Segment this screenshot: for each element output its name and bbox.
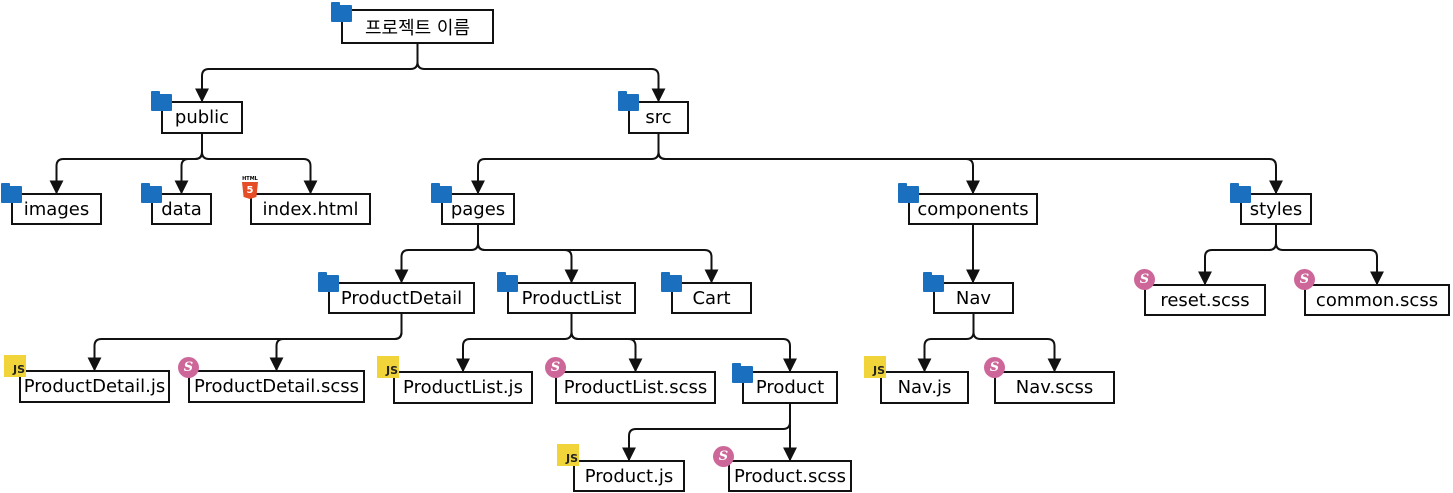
connector-arrow xyxy=(201,134,318,195)
connector-arrow xyxy=(622,404,791,462)
folder-icon xyxy=(732,363,753,383)
folder-icon xyxy=(898,183,919,203)
product-folder-node[interactable]: Product xyxy=(742,371,838,404)
connector-arrow xyxy=(972,314,1062,373)
cart-folder-label: Cart xyxy=(692,287,731,309)
product-detail-folder-label: ProductDetail xyxy=(340,287,463,309)
product-js-file-label: Product.js xyxy=(584,465,674,487)
folder-icon xyxy=(1230,183,1251,203)
product-list-folder-label: ProductList xyxy=(521,287,622,309)
pages-folder-node[interactable]: pages xyxy=(441,193,515,225)
product-detail-scss-file-node[interactable]: ProductDetail.scss xyxy=(188,370,365,403)
js-icon: JS xyxy=(4,355,26,377)
connector-arrow xyxy=(917,314,975,373)
product-list-scss-file-node[interactable]: ProductList.scss xyxy=(555,371,716,404)
connector-arrow xyxy=(416,44,666,103)
styles-folder-label: styles xyxy=(1249,198,1303,220)
connector-arrow xyxy=(1275,225,1384,286)
index-html-file-node[interactable]: index.html xyxy=(250,193,371,225)
js-icon: JS xyxy=(864,356,886,378)
connector-arrow xyxy=(174,134,203,195)
reset-scss-file-node[interactable]: reset.scss xyxy=(1144,284,1266,316)
product-scss-file-label: Product.scss xyxy=(733,465,847,487)
data-folder-label: data xyxy=(161,198,202,220)
product-list-scss-file-label: ProductList.scss xyxy=(563,377,708,398)
reset-scss-file-label: reset.scss xyxy=(1160,289,1250,311)
sass-icon: S xyxy=(1294,269,1315,290)
src-folder-node[interactable]: src xyxy=(628,101,689,134)
nav-folder-label: Nav xyxy=(955,287,992,309)
connector-arrow xyxy=(657,134,1283,195)
styles-folder-node[interactable]: styles xyxy=(1240,193,1312,225)
product-detail-folder-node[interactable]: ProductDetail xyxy=(328,282,475,314)
src-folder-label: src xyxy=(645,107,672,128)
sass-icon: S xyxy=(178,357,199,378)
sass-icon: S xyxy=(1134,269,1155,290)
root-folder-label: 프로젝트 이름 xyxy=(364,17,471,39)
connector-arrow xyxy=(1198,225,1277,286)
product-list-folder-node[interactable]: ProductList xyxy=(507,282,636,314)
product-scss-file-node[interactable]: Product.scss xyxy=(728,460,852,492)
nav-js-file-label: Nav.js xyxy=(897,377,952,398)
sass-icon: S xyxy=(545,357,566,378)
nav-folder-node[interactable]: Nav xyxy=(933,282,1014,314)
public-folder-label: public xyxy=(174,107,230,128)
folder-icon xyxy=(661,272,682,292)
js-icon: JS xyxy=(377,356,399,378)
connector-arrow xyxy=(394,225,479,284)
product-list-js-file-node[interactable]: ProductList.js xyxy=(393,371,533,404)
connector-arrow xyxy=(49,134,203,195)
folder-icon xyxy=(497,272,518,292)
nav-scss-file-label: Nav.scss xyxy=(1015,377,1094,398)
sass-icon: S xyxy=(713,446,734,467)
index-html-file-label: index.html xyxy=(262,198,359,220)
root-folder-node[interactable]: 프로젝트 이름 xyxy=(341,9,494,44)
connector-arrow xyxy=(570,314,643,373)
folder-icon xyxy=(618,91,639,111)
nav-scss-file-node[interactable]: Nav.scss xyxy=(994,371,1115,404)
folder-icon xyxy=(1,183,22,203)
folder-icon xyxy=(318,272,339,292)
folder-icon xyxy=(431,183,452,203)
folder-icon xyxy=(331,2,352,22)
common-scss-file-label: common.scss xyxy=(1315,289,1439,311)
connector-arrow xyxy=(477,225,719,284)
cart-folder-node[interactable]: Cart xyxy=(671,282,752,314)
product-detail-scss-file-label: ProductDetail.scss xyxy=(193,376,360,397)
connector-arrow xyxy=(87,314,403,372)
components-folder-node[interactable]: components xyxy=(908,193,1038,225)
pages-folder-label: pages xyxy=(450,198,506,220)
public-folder-node[interactable]: public xyxy=(161,101,243,134)
connector-arrow xyxy=(269,314,403,372)
product-list-js-file-label: ProductList.js xyxy=(403,377,523,398)
folder-icon xyxy=(141,183,162,203)
components-folder-label: components xyxy=(917,198,1029,220)
images-folder-node[interactable]: images xyxy=(11,193,102,225)
connector-arrow xyxy=(657,134,980,195)
connector-arrow xyxy=(195,44,419,103)
connector-arrow xyxy=(471,134,660,195)
common-scss-file-node[interactable]: common.scss xyxy=(1304,284,1450,316)
product-detail-js-file-label: ProductDetail.js xyxy=(23,376,166,397)
connector-arrow xyxy=(477,225,579,284)
connector-arrow xyxy=(570,314,797,373)
folder-icon xyxy=(923,272,944,292)
folder-icon xyxy=(151,91,172,111)
nav-js-file-node[interactable]: Nav.js xyxy=(880,371,969,404)
sass-icon: S xyxy=(984,357,1005,378)
images-folder-label: images xyxy=(23,198,90,220)
js-icon: JS xyxy=(557,444,579,466)
product-detail-js-file-node[interactable]: ProductDetail.js xyxy=(19,370,170,403)
product-folder-label: Product xyxy=(755,377,825,398)
product-js-file-node[interactable]: Product.js xyxy=(573,460,685,492)
